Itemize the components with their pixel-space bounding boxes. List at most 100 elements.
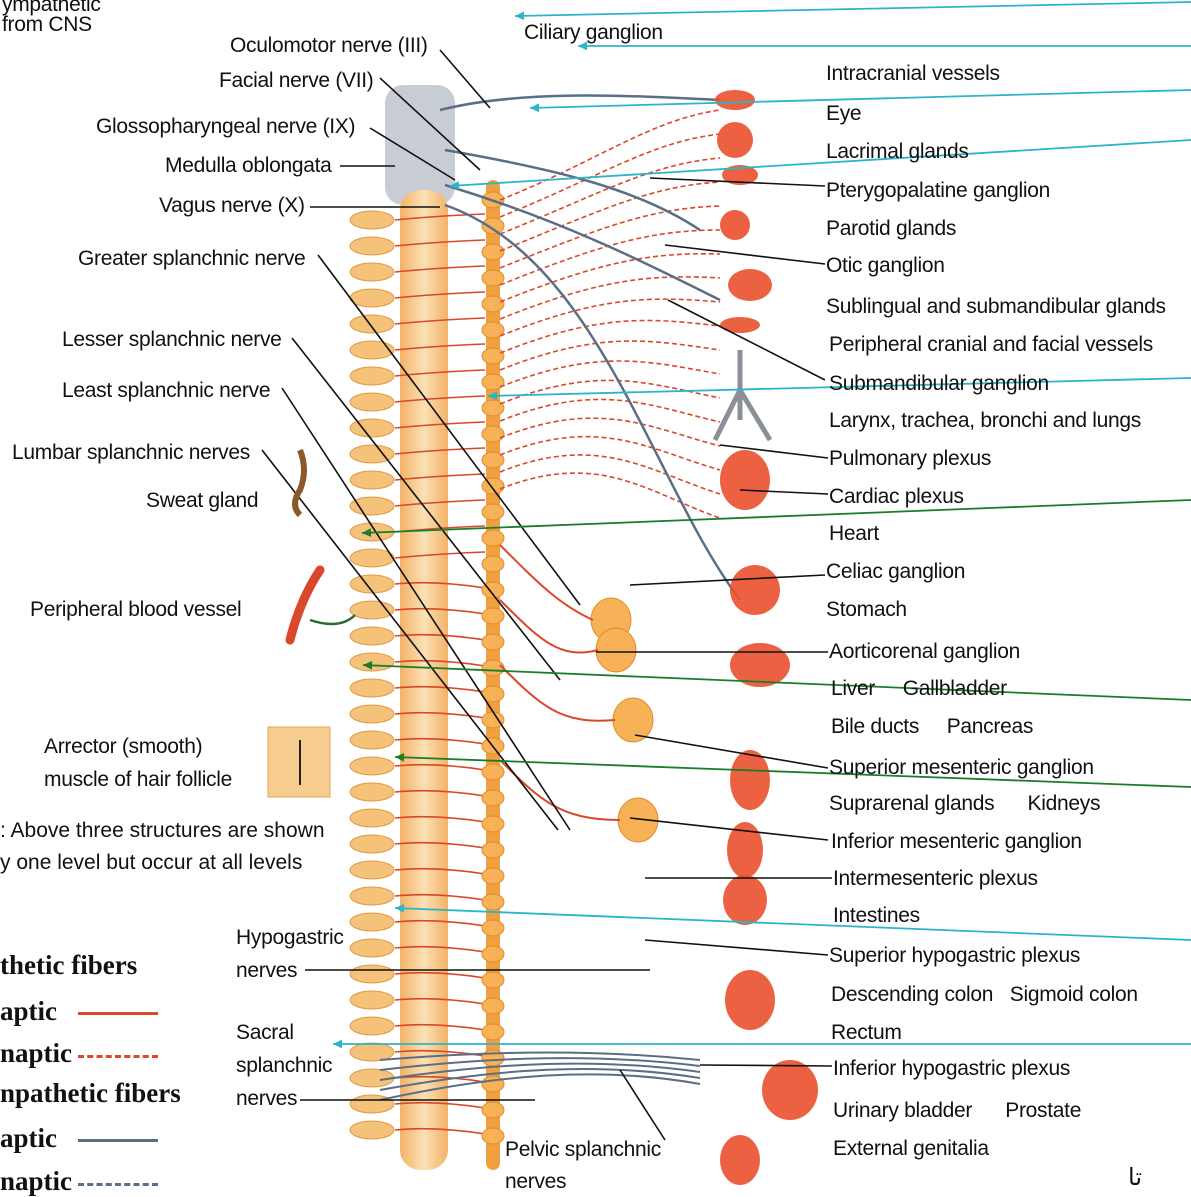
organ xyxy=(723,875,767,925)
right-label: Celiac ganglion xyxy=(826,561,965,582)
target-organs xyxy=(715,90,818,1185)
bronchi xyxy=(715,350,770,440)
label-lesser-splanchnic-nerve: Lesser splanchnic nerve xyxy=(62,329,282,350)
label-sacral-line1: Sacral xyxy=(236,1022,294,1043)
spinal-nerve-root xyxy=(350,887,394,905)
label-pelvic-splanchnic-line2: nerves xyxy=(505,1171,566,1192)
chain-ganglion xyxy=(482,374,504,390)
right-label: Superior hypogastric plexus xyxy=(829,945,1080,966)
right-label: External genitalia xyxy=(833,1138,989,1159)
chain-ganglion xyxy=(482,530,504,546)
leader-line xyxy=(620,1070,665,1140)
right-label: Eye xyxy=(826,103,861,124)
organ xyxy=(730,750,770,810)
chain-ganglion xyxy=(482,1102,504,1118)
postganglionic-fiber xyxy=(500,299,720,336)
postganglionic-fiber xyxy=(500,455,720,494)
chain-ganglion xyxy=(482,764,504,780)
leader-line xyxy=(635,735,828,768)
label-glossopharyngeal-nerve: Glossopharyngeal nerve (IX) xyxy=(96,116,355,137)
sympathetic-chain xyxy=(482,180,658,1170)
spinal-nerve-root xyxy=(350,211,394,229)
label-least-splanchnic-nerve: Least splanchnic nerve xyxy=(62,380,270,401)
spinal-nerve-root xyxy=(350,783,394,801)
chain-ganglion xyxy=(482,270,504,286)
spinal-nerve-root xyxy=(350,367,394,385)
label-arrector-muscle-line2: muscle of hair follicle xyxy=(44,769,232,790)
right-label: Submandibular ganglion xyxy=(829,373,1049,394)
chain-ganglion xyxy=(482,660,504,676)
leader-line xyxy=(645,940,828,955)
note-line2: y one level but occur at all levels xyxy=(0,852,302,873)
legend-sym-post-swatch xyxy=(78,1055,158,1058)
chain-ganglion xyxy=(482,946,504,962)
chain-ganglion xyxy=(482,868,504,884)
spinal-nerve-root xyxy=(350,679,394,697)
label-hypogastric-line1: Hypogastric xyxy=(236,927,344,948)
note-line1: : Above three structures are shown xyxy=(0,820,325,841)
legend-parasympathetic-title: npathetic fibers xyxy=(0,1080,181,1107)
right-label: Superior mesenteric ganglion xyxy=(829,757,1094,778)
label-greater-splanchnic-nerve: Greater splanchnic nerve xyxy=(78,248,305,269)
label-sacral-line3: nerves xyxy=(236,1088,297,1109)
chain-ganglion xyxy=(482,1024,504,1040)
right-label: Bile ducts Pancreas xyxy=(831,716,1033,737)
splanchnic-fiber xyxy=(500,760,620,820)
right-label: Suprarenal glands Kidneys xyxy=(829,793,1100,814)
postganglionic-fiber xyxy=(500,182,720,251)
label-hypogastric-line2: nerves xyxy=(236,960,297,981)
chain-ganglion xyxy=(482,1128,504,1144)
chain-ganglion xyxy=(482,218,504,234)
spinal-nerve-root xyxy=(350,263,394,281)
label-oculomotor-nerve: Oculomotor nerve (III) xyxy=(230,35,428,56)
right-label: Intestines xyxy=(833,905,920,926)
right-label: Peripheral cranial and facial vessels xyxy=(829,334,1153,355)
organ xyxy=(715,90,755,110)
right-label: Inferior hypogastric plexus xyxy=(833,1058,1070,1079)
spinal-nerve-root xyxy=(350,549,394,567)
chain-ganglion xyxy=(482,426,504,442)
chain-ganglion xyxy=(482,556,504,572)
top-left-label-line2: from CNS xyxy=(2,14,92,35)
spinal-nerve-root xyxy=(350,991,394,1009)
label-medulla-oblongata: Medulla oblongata xyxy=(165,155,332,176)
chain-ganglion xyxy=(482,348,504,364)
brainstem xyxy=(385,85,455,205)
label-ciliary-ganglion: Ciliary ganglion xyxy=(524,22,663,43)
chain-ganglion xyxy=(482,478,504,494)
label-sweat-gland: Sweat gland xyxy=(146,490,258,511)
chain-ganglion xyxy=(482,296,504,312)
label-pelvic-splanchnic-line1: Pelvic splanchnic xyxy=(505,1139,661,1160)
chain-ganglion xyxy=(482,400,504,416)
organ xyxy=(720,450,770,510)
spinal-nerve-root xyxy=(350,237,394,255)
legend-para-pre: aptic xyxy=(0,1125,57,1152)
spinal-nerve-root xyxy=(350,913,394,931)
chain-ganglion xyxy=(482,816,504,832)
arrowhead xyxy=(530,103,539,112)
spinal-nerve-root xyxy=(350,341,394,359)
chain-ganglion xyxy=(482,712,504,728)
spinal-nerve-root xyxy=(350,861,394,879)
leader-line xyxy=(630,818,828,840)
spinal-nerve-root xyxy=(350,1121,394,1139)
chain-ganglion xyxy=(482,920,504,936)
right-label: Liver Gallbladder xyxy=(831,678,1007,699)
spinal-nerve-root xyxy=(350,939,394,957)
chain-ganglion xyxy=(482,972,504,988)
chain-ganglion xyxy=(482,998,504,1014)
organ xyxy=(730,565,780,615)
right-label: Urinary bladder Prostate xyxy=(833,1100,1081,1121)
right-label: Lacrimal glands xyxy=(826,141,969,162)
legend-sym-pre: aptic xyxy=(0,998,57,1025)
label-arrector-muscle-line1: Arrector (smooth) xyxy=(44,736,202,757)
legend-para-pre-swatch xyxy=(78,1139,158,1142)
arrowhead xyxy=(395,753,404,762)
prevertebral-ganglion xyxy=(596,628,636,672)
spinal-nerve-root xyxy=(350,315,394,333)
organ xyxy=(725,970,775,1030)
right-label: Pulmonary plexus xyxy=(829,448,991,469)
legend-sym-pre-swatch xyxy=(78,1012,158,1015)
legend-sympathetic-title: thetic fibers xyxy=(0,952,137,979)
arrowhead xyxy=(333,1040,342,1049)
